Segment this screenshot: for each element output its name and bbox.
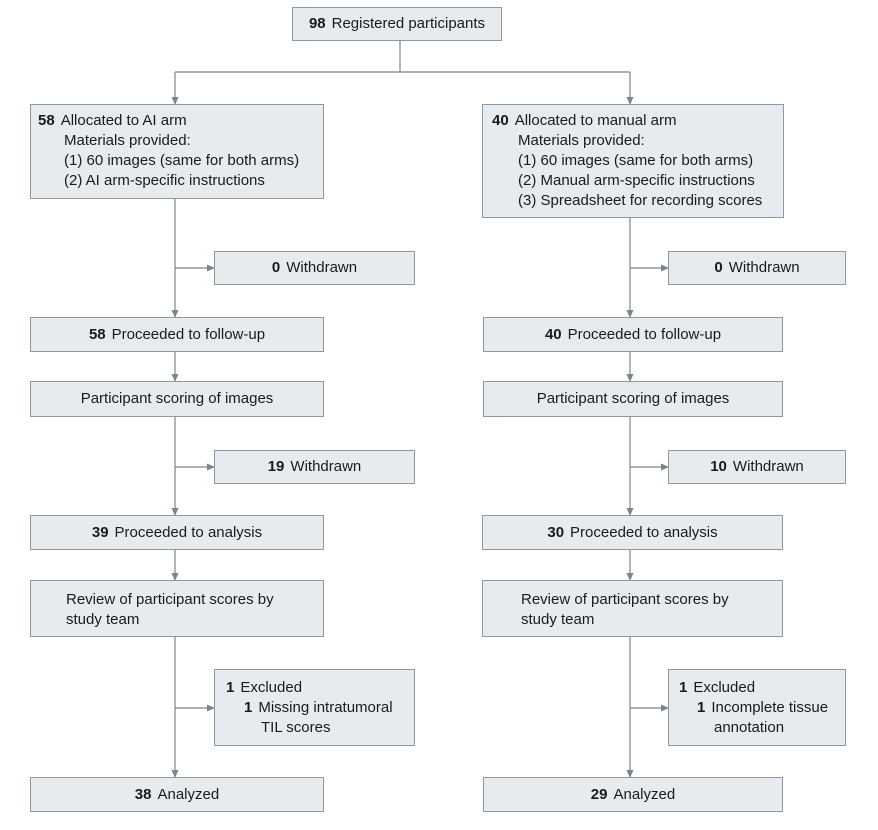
manual-excluded-reason-count: 1 [697,699,706,716]
ai-review-line: Review of participant scores by [66,591,274,608]
manual-analysis-count: 30 [547,523,565,541]
manual-scoring-box: Participant scoring of images [483,381,783,417]
ai-review-box: Review of participant scores by study te… [30,580,324,637]
manual-excluded-reason: annotation [714,719,785,736]
ai-material-item: (1) 60 images (same for both arms) [64,152,300,169]
manual-allocated-label: Allocated to manual arm [514,112,677,129]
ai-scoring-box: Participant scoring of images [30,381,324,417]
registered-count: 98 [308,15,326,32]
manual-review-line: Review of participant scores by [521,591,729,608]
manual-excluded-label: Excluded [693,679,756,696]
manual-material-item: (2) Manual arm-specific instructions [518,172,755,189]
manual-analyzed-box: 29 Analyzed [483,777,783,812]
manual-followup-label: Proceeded to follow-up [567,325,722,343]
ai-analyzed-count: 38 [134,785,152,803]
ai-followup-count: 58 [88,325,106,343]
manual-withdrawn-2-count: 10 [710,458,727,475]
ai-allocated-count: 58 [38,112,55,129]
ai-analysis-label: Proceeded to analysis [114,523,263,541]
manual-withdrawn-2-box: 10 Withdrawn [668,450,846,484]
ai-analyzed-label: Analyzed [157,785,220,803]
ai-analyzed-box: 38 Analyzed [30,777,324,812]
manual-material-item: (1) 60 images (same for both arms) [518,152,754,169]
manual-materials-heading: Materials provided: [518,132,645,149]
ai-review-line: study team [66,611,140,628]
ai-followup-label: Proceeded to follow-up [111,325,266,343]
ai-withdrawn-1-count: 0 [271,259,281,276]
manual-review-box: Review of participant scores by study te… [482,580,783,637]
ai-material-item: (2) AI arm-specific instructions [64,172,265,189]
manual-scoring-label: Participant scoring of images [536,390,730,407]
manual-material-item: (3) Spreadsheet for recording scores [518,192,763,209]
ai-followup-box: 58 Proceeded to follow-up [30,317,324,352]
manual-withdrawn-1-box: 0 Withdrawn [668,251,846,285]
manual-analysis-box: 30 Proceeded to analysis [482,515,783,550]
ai-excluded-count: 1 [226,679,235,696]
manual-withdrawn-2-label: Withdrawn [732,458,804,475]
ai-materials-heading: Materials provided: [64,132,191,149]
manual-withdrawn-1-count: 0 [714,259,723,276]
registered-label: Registered participants [331,15,486,32]
ai-allocated-label: Allocated to AI arm [60,112,187,129]
manual-followup-count: 40 [544,325,562,343]
ai-withdrawn-1-label: Withdrawn [286,259,358,276]
manual-review-line: study team [521,611,595,628]
ai-excluded-label: Excluded [240,679,303,696]
ai-analysis-box: 39 Proceeded to analysis [30,515,324,550]
manual-analysis-label: Proceeded to analysis [570,523,718,541]
manual-withdrawn-1-label: Withdrawn [728,259,800,276]
manual-allocated-count: 40 [492,112,509,129]
ai-arm-allocation-box: 58 Allocated to AI arm Materials provided… [30,104,324,199]
ai-excluded-reason: Missing intratumoral [258,699,393,716]
ai-withdrawn-1-box: 0 Withdrawn [214,251,415,285]
ai-withdrawn-2-box: 19 Withdrawn [214,450,415,484]
manual-analyzed-count: 29 [590,785,608,803]
ai-excluded-reason: TIL scores [261,719,331,736]
ai-withdrawn-2-label: Withdrawn [290,458,362,475]
ai-analysis-count: 39 [91,523,109,541]
ai-excluded-reason-count: 1 [244,699,253,716]
ai-scoring-label: Participant scoring of images [80,390,274,407]
manual-excluded-count: 1 [679,679,688,696]
registered-participants-box: 98 Registered participants [292,7,502,41]
manual-followup-box: 40 Proceeded to follow-up [483,317,783,352]
manual-analyzed-label: Analyzed [613,785,676,803]
manual-arm-allocation-box: 40 Allocated to manual arm Materials prov… [482,104,784,218]
ai-withdrawn-2-count: 19 [267,458,285,475]
manual-excluded-reason: Incomplete tissue [711,699,829,716]
